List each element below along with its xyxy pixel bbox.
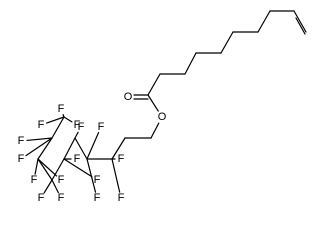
fluorine-atom: F bbox=[118, 153, 125, 165]
fluorinated-backbone-bond bbox=[51, 158, 65, 181]
fluorinated-backbone-bond bbox=[111, 137, 126, 160]
bond-layer bbox=[25, 10, 307, 194]
fluorine-atom: F bbox=[94, 174, 101, 186]
fluorine-atom: F bbox=[18, 153, 25, 165]
fluorine-atom: F bbox=[118, 192, 125, 204]
fluorine-atom: F bbox=[38, 192, 45, 204]
carbonyl-oxygen-atom: O bbox=[124, 91, 133, 103]
ester-bond bbox=[147, 94, 159, 112]
fluorine-atom: F bbox=[58, 192, 65, 204]
carbon-fluorine-bond bbox=[34, 158, 39, 175]
chain-bond bbox=[184, 52, 197, 75]
fluorine-atom: F bbox=[78, 121, 85, 133]
carbon-fluorine-bond bbox=[111, 158, 121, 193]
fluorine-atom: F bbox=[74, 153, 81, 165]
carbon-fluorine-bond bbox=[86, 131, 100, 160]
carbon-fluorine-bond bbox=[26, 137, 53, 142]
alkene-double-bond bbox=[295, 17, 306, 35]
carbon-fluorine-bond bbox=[37, 158, 58, 177]
fluorinated-backbone-bond bbox=[74, 137, 88, 160]
fluorinated-backbone-bond bbox=[37, 158, 53, 181]
chain-bond bbox=[257, 10, 271, 33]
fluorine-atom: F bbox=[58, 103, 65, 115]
chain-bond bbox=[147, 73, 161, 96]
carbon-fluorine-bond bbox=[46, 116, 65, 124]
carbon-fluorine-bond bbox=[63, 116, 73, 123]
fluorinated-backbone-bond bbox=[37, 137, 53, 160]
fluorine-atom: F bbox=[18, 135, 25, 147]
chain-bond bbox=[220, 31, 234, 54]
fluorine-atom: F bbox=[38, 119, 45, 131]
fluorine-atom: F bbox=[58, 174, 65, 186]
linker-bond bbox=[150, 122, 160, 139]
fluorine-atom: F bbox=[94, 192, 101, 204]
fluorinated-backbone-bond bbox=[63, 137, 76, 160]
ester-oxygen-atom: O bbox=[158, 111, 167, 123]
fluorine-atom: F bbox=[98, 121, 105, 133]
carbon-fluorine-bond bbox=[74, 131, 79, 139]
carbon-fluorine-bond bbox=[51, 179, 59, 194]
carbon-fluorine-bond bbox=[63, 158, 93, 178]
fluorinated-backbone-bond bbox=[51, 116, 65, 139]
carbon-fluorine-bond bbox=[43, 179, 53, 194]
chain-bond bbox=[293, 10, 307, 33]
fluorine-atom: F bbox=[31, 174, 38, 186]
carbon-fluorine-bond bbox=[86, 158, 97, 193]
carbon-fluorine-bond bbox=[25, 137, 53, 157]
fluorine-atom: F bbox=[74, 119, 81, 131]
